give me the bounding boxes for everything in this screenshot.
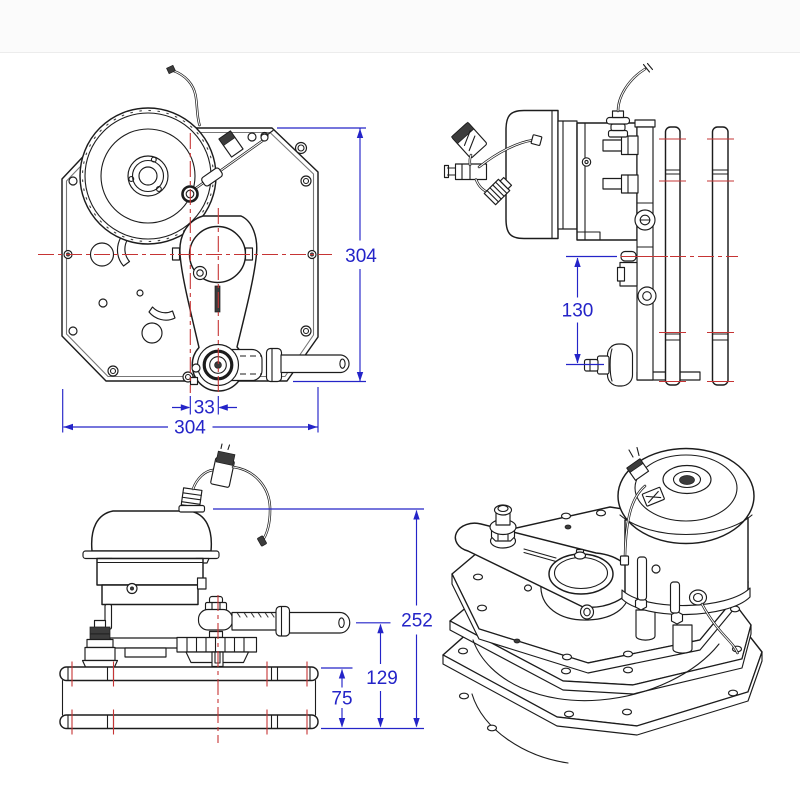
dim-75-label: 75 <box>331 689 352 710</box>
housing-body <box>96 557 207 630</box>
cable-end-cap <box>166 64 176 75</box>
pulley <box>79 107 217 245</box>
mounting-bracket <box>616 119 657 381</box>
isometric-view <box>442 446 763 764</box>
handle-shaft-side <box>197 595 351 637</box>
dim-129-label: 129 <box>366 668 398 689</box>
dim-130-label: 130 <box>562 301 594 322</box>
dome-cover <box>82 510 220 564</box>
anchor-bolt-stack <box>81 619 119 669</box>
iso-motor <box>617 446 755 655</box>
iso-crank-arm <box>454 504 634 621</box>
base-rails <box>59 666 319 730</box>
elevation-centerlines <box>71 595 308 743</box>
handle-shaft <box>189 343 350 387</box>
arc-slot-upper <box>116 236 131 267</box>
front-dimensions: 304 304 33 <box>62 127 377 439</box>
terminal-studs <box>602 135 639 194</box>
top-connector <box>178 443 272 547</box>
turnbuckle <box>181 129 274 203</box>
dim-offset-label: 33 <box>194 398 215 419</box>
brake-chamber <box>505 109 578 240</box>
page-top-band <box>0 0 800 53</box>
tension-slot <box>214 285 221 313</box>
dim-height-label: 304 <box>345 246 377 267</box>
side-view: 130 <box>443 62 738 387</box>
side-dimensions: 130 <box>562 255 617 366</box>
octagon-plate-inner-edge <box>65 131 315 378</box>
arc-slot-lower <box>148 306 176 321</box>
dim-width-label: 304 <box>174 418 206 439</box>
side-centerlines <box>620 138 738 383</box>
dim-252-label: 252 <box>401 611 433 632</box>
pull-cable <box>166 64 201 127</box>
front-view: 304 304 33 <box>38 64 377 439</box>
elevation-dimensions: 252 129 75 <box>213 508 433 730</box>
gear-stack <box>109 630 258 668</box>
electrical-connector <box>443 121 543 206</box>
elevation-view: 252 129 75 <box>59 443 433 743</box>
front-centerlines <box>38 133 332 393</box>
top-cable-gland <box>605 62 654 138</box>
